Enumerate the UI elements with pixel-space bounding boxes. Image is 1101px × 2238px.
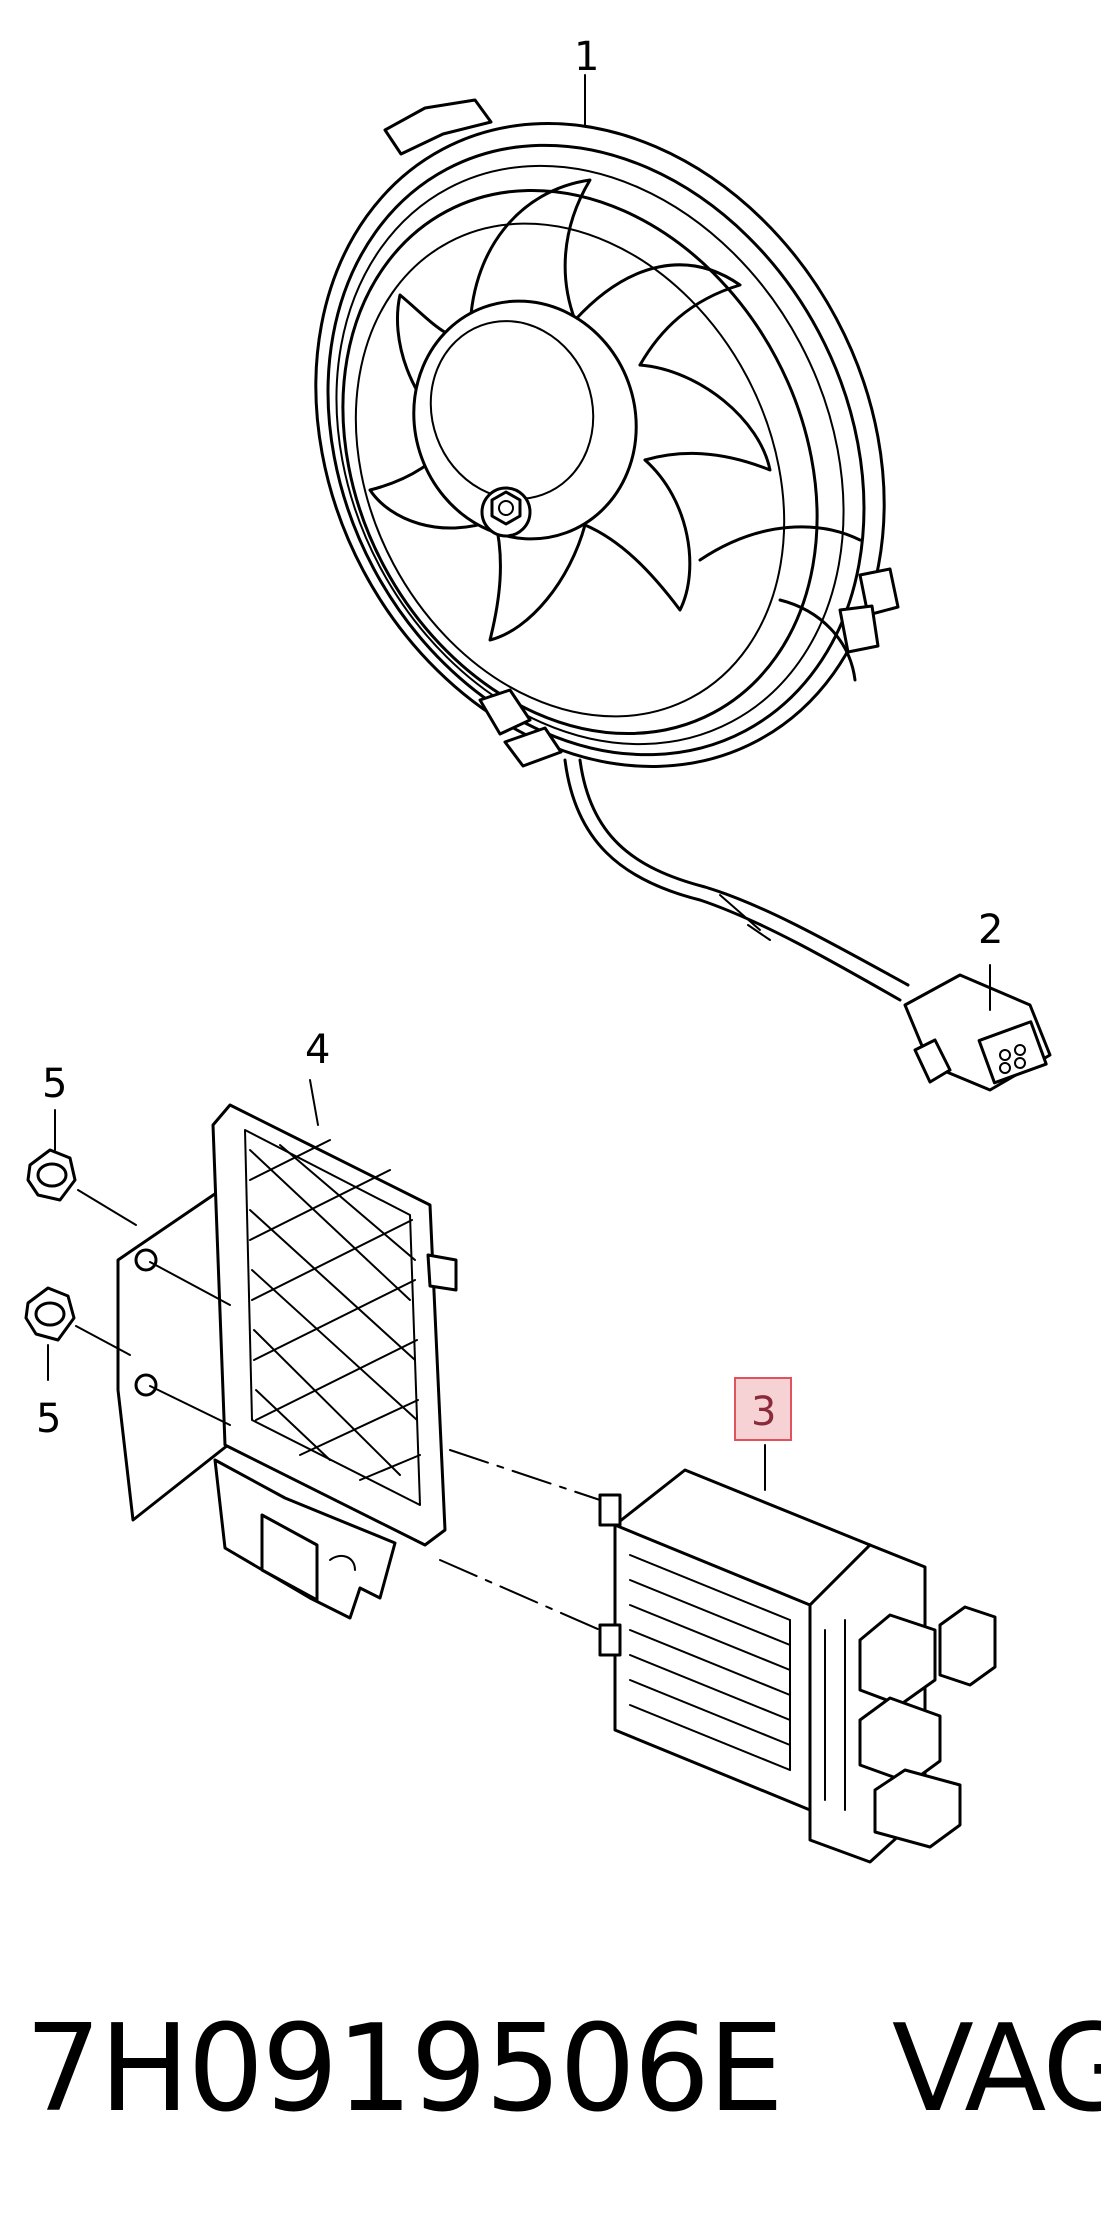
nut-upper <box>26 1148 77 1202</box>
callout-bracket: 4 <box>305 1027 330 1073</box>
fan-cable-connector <box>563 758 1052 1092</box>
callout-control-unit: 3 <box>751 1389 776 1435</box>
callout-nut-lower: 5 <box>36 1396 61 1442</box>
highlight-box <box>734 1377 792 1441</box>
callout-fan: 1 <box>574 34 599 80</box>
part-number: 7H0919506E <box>25 2000 784 2139</box>
fan-control-unit <box>598 1468 997 1864</box>
radiator-fan <box>314 98 900 768</box>
nut-lower <box>24 1286 76 1342</box>
footer: 7H0919506E VAG <box>25 1995 1101 2145</box>
callout-connector: 2 <box>978 907 1003 953</box>
exploded-parts-diagram: 1 2 4 5 5 3 <box>24 34 1052 1864</box>
bracket-lattice <box>249 1139 421 1481</box>
leader-lines <box>47 74 991 1491</box>
brand-name: VAG <box>891 2000 1101 2139</box>
control-unit-fins <box>629 1554 791 1771</box>
callout-nut-upper: 5 <box>42 1061 67 1107</box>
mounting-bracket <box>116 1103 458 1620</box>
